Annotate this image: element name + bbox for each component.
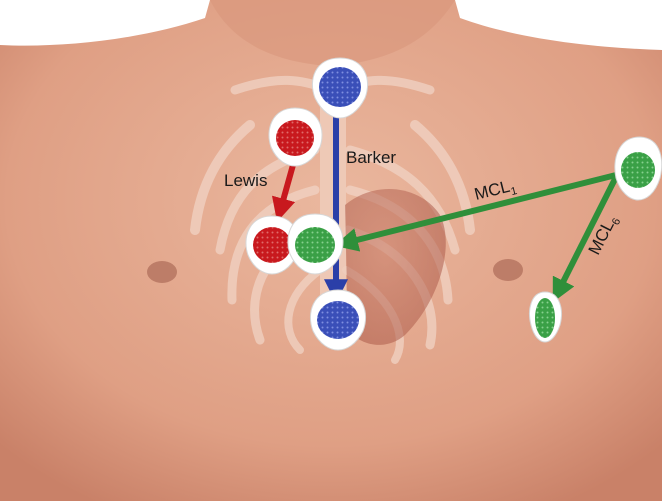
lead-label-barker: Barker bbox=[346, 148, 396, 167]
lead-label-lewis: Lewis bbox=[224, 171, 267, 190]
right-nipple bbox=[493, 259, 523, 281]
left-nipple bbox=[147, 261, 177, 283]
electrode-green-shoulder bbox=[615, 137, 662, 200]
